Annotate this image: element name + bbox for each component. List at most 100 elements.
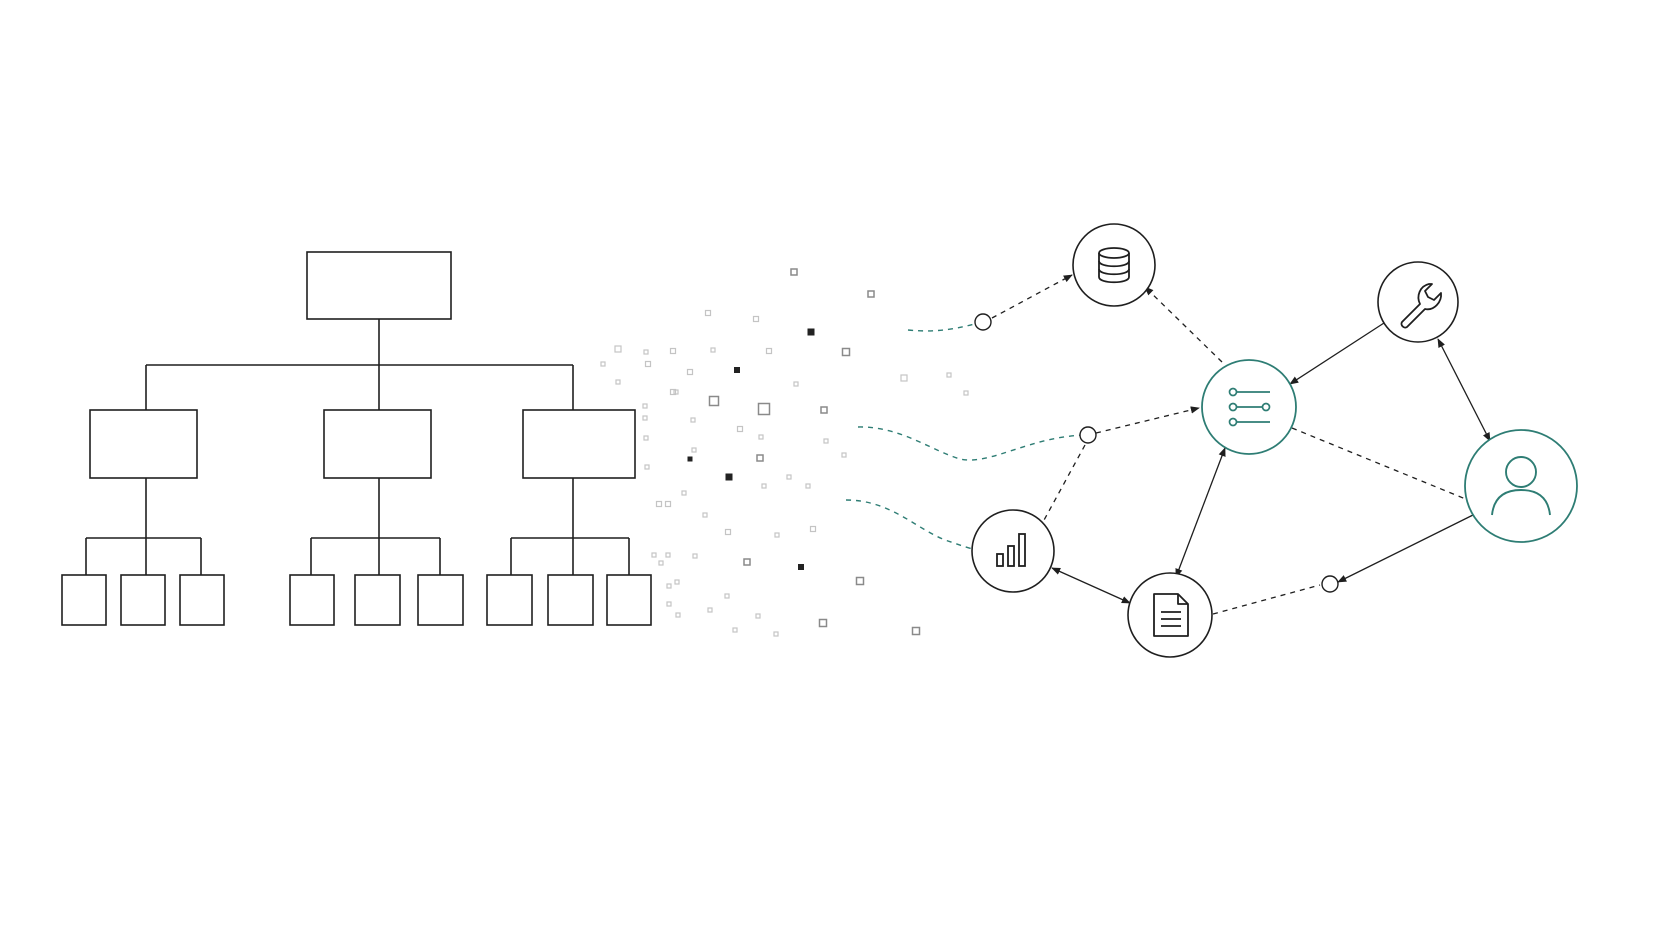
particle-square	[686, 368, 694, 376]
edge-dashed	[1144, 286, 1223, 363]
particle-square	[855, 576, 865, 586]
bar-chart-icon	[996, 533, 1026, 567]
particle-square	[818, 618, 828, 628]
edge-dashed	[1212, 584, 1321, 615]
particle-square	[807, 328, 815, 336]
tree-leaf-box	[120, 574, 166, 626]
stream-line	[907, 321, 983, 332]
particle-square	[724, 528, 732, 536]
network-edges	[991, 274, 1491, 615]
particle-square	[642, 415, 648, 421]
particle-square	[758, 434, 764, 440]
particle-square	[809, 525, 817, 533]
particle-square	[675, 612, 681, 618]
particle-square	[690, 417, 696, 423]
particle-square	[867, 290, 875, 298]
particle-square	[674, 579, 680, 585]
particle-square	[765, 347, 773, 355]
node-database	[1072, 223, 1156, 307]
particle-square	[664, 500, 672, 508]
particle-square	[666, 601, 672, 607]
particle-square	[732, 627, 738, 633]
particle-square	[734, 367, 740, 373]
database-icon	[1098, 247, 1130, 284]
user-icon	[1491, 456, 1551, 516]
tree-root-box	[306, 251, 452, 320]
tree-leaf-box	[606, 574, 652, 626]
network-ports	[974, 313, 1339, 593]
edge-dashed	[1291, 427, 1469, 501]
tree-leaf-box	[179, 574, 225, 626]
port-node	[974, 313, 992, 331]
hierarchy-tree	[61, 251, 652, 626]
particle-square	[615, 379, 621, 385]
particle-square	[823, 438, 829, 444]
particle-square	[743, 558, 751, 566]
particle-square	[752, 315, 760, 323]
particle-square	[692, 553, 698, 559]
particle-square	[820, 406, 828, 414]
tree-leaf-box	[417, 574, 464, 626]
particle-square	[798, 564, 804, 570]
tree-leaf-box	[486, 574, 533, 626]
tree-mid-box	[89, 409, 198, 479]
tree-leaf-box	[354, 574, 401, 626]
edge-dashed	[991, 274, 1073, 319]
edge-dashed	[1095, 406, 1200, 434]
particle-square	[642, 403, 648, 409]
tree-mid-box	[522, 409, 636, 479]
stream-line	[845, 499, 974, 550]
particle-square	[658, 560, 664, 566]
particle-square	[793, 381, 799, 387]
particle-square	[643, 349, 649, 355]
tree-leaf-box	[547, 574, 594, 626]
particle-square	[773, 631, 779, 637]
particle-cloud	[600, 268, 969, 637]
particle-square	[687, 456, 693, 462]
settings-sliders-icon	[1228, 387, 1271, 427]
particle-square	[644, 360, 652, 368]
particle-square	[736, 425, 744, 433]
tree-leaf-box	[61, 574, 107, 626]
particle-square	[707, 607, 713, 613]
particle-square	[900, 374, 908, 382]
particle-square	[614, 345, 622, 353]
wrench-icon	[1400, 283, 1442, 329]
edge-dashed	[1042, 444, 1086, 523]
particle-square	[673, 389, 679, 395]
particle-square	[841, 347, 851, 357]
particle-square	[911, 626, 921, 636]
particle-square	[665, 552, 671, 558]
port-node	[1321, 575, 1339, 593]
particle-square	[669, 388, 677, 396]
node-tools	[1377, 261, 1459, 343]
particle-square	[725, 473, 733, 481]
particle-square	[790, 268, 798, 276]
particle-square	[724, 593, 730, 599]
node-document	[1127, 572, 1213, 658]
node-user	[1464, 429, 1578, 543]
particle-square	[761, 483, 767, 489]
particle-square	[643, 435, 649, 441]
edge-arrow	[1175, 447, 1226, 578]
particle-square	[774, 532, 780, 538]
particle-square	[651, 552, 657, 558]
port-node	[1079, 426, 1097, 444]
tree-mid-box	[323, 409, 432, 479]
particle-square	[755, 613, 761, 619]
particle-square	[681, 490, 687, 496]
particle-square	[708, 395, 720, 407]
node-analytics	[971, 509, 1055, 593]
particle-square	[757, 402, 771, 416]
particle-square	[963, 390, 969, 396]
node-settings	[1201, 359, 1297, 455]
particle-square	[600, 361, 606, 367]
particle-square	[655, 500, 663, 508]
particle-square	[710, 347, 716, 353]
particle-square	[786, 474, 792, 480]
edge-arrow	[1051, 567, 1131, 604]
incoming-streams	[845, 321, 1088, 550]
particle-square	[756, 454, 764, 462]
